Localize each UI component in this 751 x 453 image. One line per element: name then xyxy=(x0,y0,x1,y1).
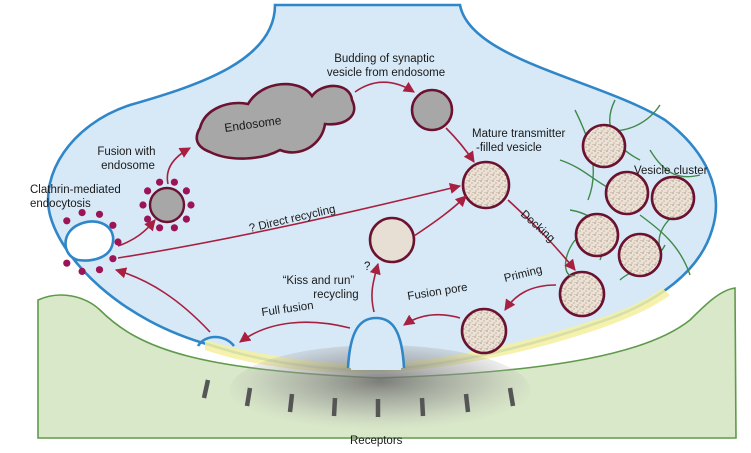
arrow-docking xyxy=(507,199,576,271)
receptor xyxy=(201,379,211,399)
receptor xyxy=(419,397,426,417)
primed-vesicle xyxy=(460,307,508,355)
label-mature: Mature transmitter -filled vesicle xyxy=(472,128,569,154)
label-fusion-line2: endosome xyxy=(101,160,155,172)
label-budding-line2: vesicle from endosome xyxy=(327,67,445,79)
clathrin-particle xyxy=(78,209,86,217)
label-clathrin: Clathrin-mediated endocytosis xyxy=(30,184,124,210)
mature-vesicle xyxy=(461,160,511,210)
clathrin-particle xyxy=(114,238,122,246)
label-fusion-with-endosome: Fusion with endosome xyxy=(97,146,158,172)
receptor xyxy=(463,393,471,413)
arrow-fusion-with-endosome xyxy=(166,147,191,185)
endosome xyxy=(195,82,356,160)
arrow-endocytosis xyxy=(117,219,156,247)
clathrin-particle xyxy=(139,201,147,209)
clathrin-particle xyxy=(63,217,71,225)
receptor xyxy=(507,387,516,407)
arrows xyxy=(114,81,576,343)
arrow-priming xyxy=(504,284,557,311)
clathrin-particle xyxy=(144,215,152,223)
fusion-pore-membrane xyxy=(346,316,406,369)
clathrin-particle xyxy=(182,215,190,223)
cluster-vesicle xyxy=(574,212,620,258)
docked-vesicle xyxy=(558,270,606,318)
label-budding-line1: Budding of synaptic xyxy=(334,53,435,65)
kiss-and-run-vesicle xyxy=(368,216,416,264)
cluster-vesicle xyxy=(617,232,663,278)
clathrin-particle xyxy=(63,259,71,267)
full-fusion-dimple xyxy=(196,335,236,347)
clathrin-particle xyxy=(109,221,117,229)
receptors xyxy=(201,379,516,417)
arrow-to-mature-from-kiss xyxy=(413,195,467,237)
receptor xyxy=(287,393,295,413)
arrow-back-to-endocytosis xyxy=(114,267,211,333)
label-budding: Budding of synaptic vesicle from endosom… xyxy=(327,53,445,79)
clathrin-particle xyxy=(170,224,178,232)
label-kiss-line1: “Kiss and run” xyxy=(283,275,355,287)
active-zone xyxy=(205,288,670,373)
label-vesicle-cluster: Vesicle cluster xyxy=(634,165,708,177)
label-clathrin-line1: Clathrin-mediated xyxy=(30,184,121,196)
arrow-to-mature xyxy=(445,127,475,163)
clathrin-coated-vesicle xyxy=(148,186,186,224)
cluster-vesicle xyxy=(604,170,650,216)
receptor xyxy=(331,397,338,417)
clathrin-coat xyxy=(63,178,195,275)
label-question: ? xyxy=(364,261,370,273)
budding-vesicle xyxy=(410,88,454,132)
vesicle-cluster xyxy=(559,99,701,281)
clathrin-particle xyxy=(144,187,152,195)
cluster-vesicle xyxy=(581,123,627,169)
clathrin-particle xyxy=(156,224,164,232)
clathrin-particle xyxy=(78,267,86,275)
label-kiss-and-run: “Kiss and run” recycling xyxy=(283,275,359,301)
clathrin-particle xyxy=(156,178,164,186)
clathrin-particle xyxy=(109,255,117,263)
clathrin-particle xyxy=(95,210,104,218)
arrow-kiss-and-run xyxy=(369,262,381,313)
receptor xyxy=(244,387,253,407)
arrow-bud xyxy=(354,81,415,93)
arrow-full-fusion xyxy=(239,321,351,343)
cluster-vesicle xyxy=(650,175,696,221)
clathrin-particle xyxy=(182,187,190,195)
label-mature-line2: -filled vesicle xyxy=(476,142,542,154)
clathrin-particle xyxy=(95,266,104,274)
cleft-shading xyxy=(230,345,530,435)
label-mature-line1: Mature transmitter xyxy=(472,128,565,140)
clathrin-particle xyxy=(170,178,178,186)
label-clathrin-line2: endocytosis xyxy=(30,198,91,210)
fusion-pore-gap-cover xyxy=(351,364,401,370)
arrow-fusion-pore xyxy=(403,313,461,326)
arrow-direct-recycling xyxy=(117,182,462,259)
endocytosis-pit xyxy=(64,220,115,262)
label-receptors: Receptors xyxy=(350,435,403,447)
label-fusion-line1: Fusion with xyxy=(97,146,155,158)
clathrin-particle xyxy=(187,201,195,209)
label-kiss-line2: recycling xyxy=(313,289,358,301)
